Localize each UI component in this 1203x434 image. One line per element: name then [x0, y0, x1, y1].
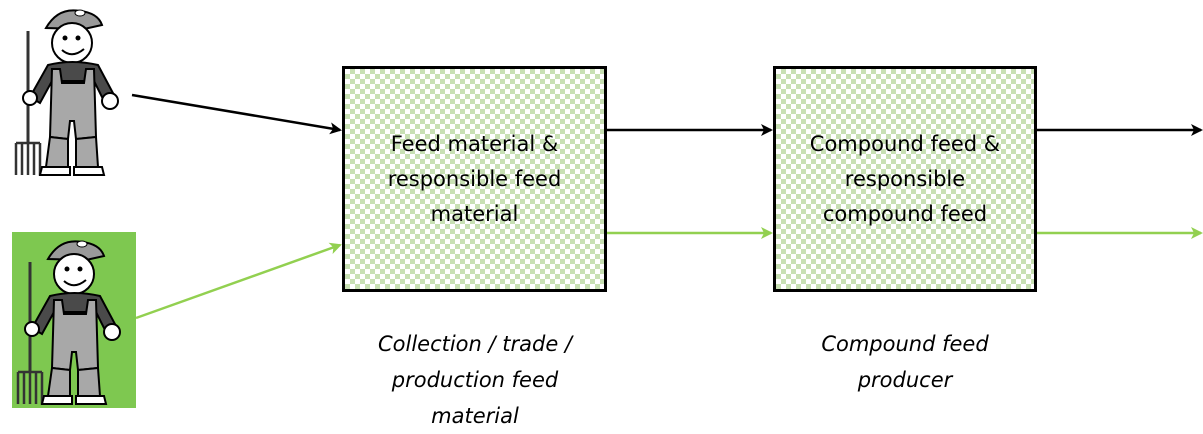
feed-material-stage-caption: Collection / trade / production feed mat… — [377, 332, 573, 428]
arrow-responsible-farmer-to-feed-material — [135, 242, 342, 320]
compound-feed-label: Compound feed & responsible compound fee… — [809, 131, 1001, 226]
arrow-farmer-to-feed-material — [131, 93, 342, 135]
feed-material-box: Feed material & responsible feed materia… — [342, 66, 607, 292]
farmer-icon — [14, 9, 119, 176]
compound-feed-box: Compound feed & responsible compound fee… — [773, 66, 1037, 292]
feed-material-label: Feed material & responsible feed materia… — [387, 131, 562, 226]
compound-feed-stage-caption: Compound feed producer — [821, 332, 989, 392]
responsible-farmer-icon — [12, 232, 136, 408]
